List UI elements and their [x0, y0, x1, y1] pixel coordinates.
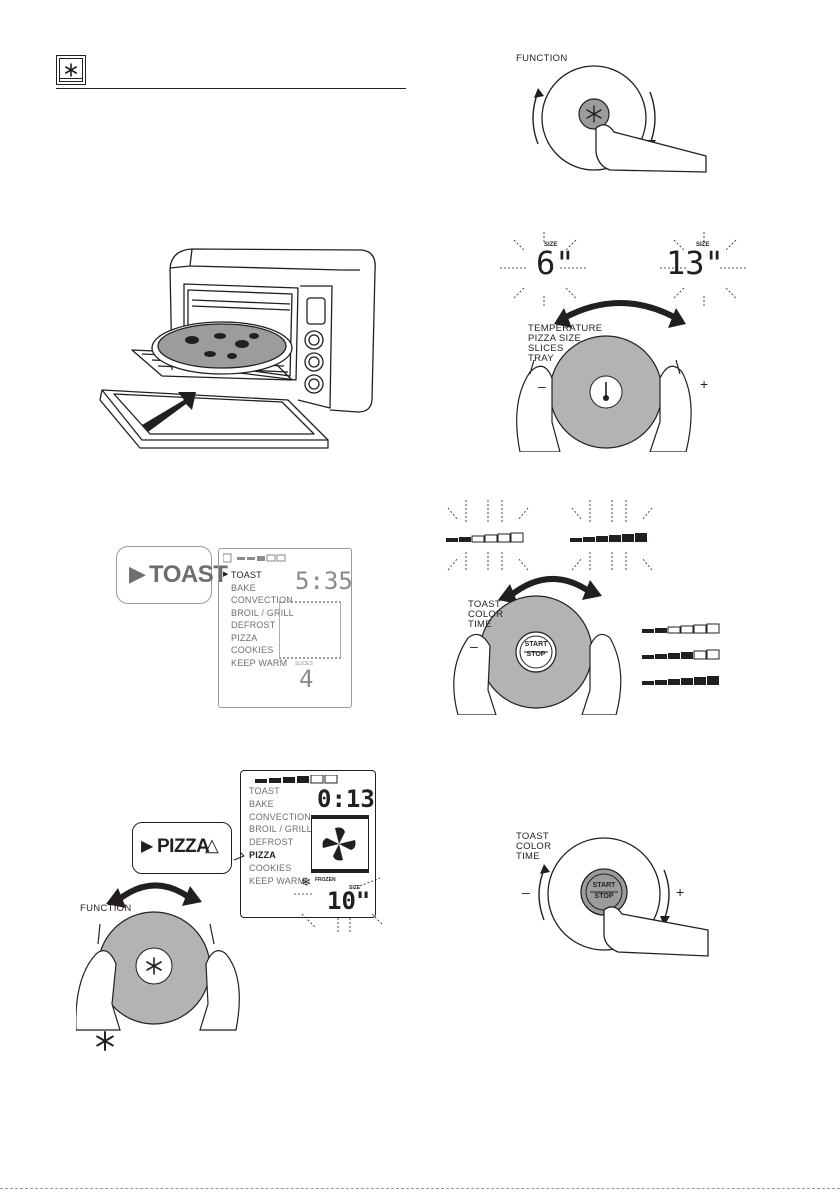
label-slices: SLICES — [528, 343, 564, 354]
size-readout: 10" — [327, 887, 371, 915]
stop-label: STOP — [594, 893, 614, 900]
size-tag: SIZE — [544, 242, 558, 248]
footnote-snowflake-icon — [94, 1030, 116, 1052]
label-color: COLOR — [516, 841, 552, 852]
menu-item-bake: BAKE — [231, 582, 256, 593]
pizza-display-panel: TOAST BAKE CONVECTION BROIL / GRILL DEFR… — [76, 768, 396, 1068]
menu-item-pizza: PIZZA — [231, 632, 258, 643]
start-stop-panel: TOAST COLOR TIME – + START STOP — [500, 830, 710, 960]
slices-tag: SLICES — [295, 661, 313, 667]
menu-item-toast: TOAST — [249, 786, 280, 796]
menu-item-convection: CONVECTION — [231, 595, 294, 605]
start-label: START — [592, 882, 616, 889]
plus-sign: + — [700, 376, 709, 392]
toast-color-panel: TOAST COLOR TIME – START STOP — [440, 500, 740, 715]
size-value: 13" — [666, 244, 724, 282]
shade-bar-light — [446, 532, 524, 543]
minus-sign: – — [522, 884, 530, 900]
menu-list: TOAST BAKE CONVECTION BROIL / GRILL DEFR… — [225, 569, 294, 669]
size-value: 6" — [536, 244, 575, 282]
menu-item-cookies: COOKIES — [249, 862, 292, 873]
toast-callout: ▶ TOAST — [116, 546, 228, 604]
pizza-callout: ▶ PIZZA △ — [132, 822, 232, 874]
frozen-mode-icon — [56, 55, 86, 85]
menu-item-broil: BROIL / GRILL — [249, 824, 312, 835]
function-knob-label: FUNCTION — [80, 903, 132, 914]
start-stop-button[interactable]: START STOP — [588, 880, 620, 902]
header-rule — [56, 88, 406, 89]
plus-sign: + — [676, 884, 685, 900]
label-time: TIME — [468, 619, 492, 630]
oven-illustration — [99, 248, 376, 449]
pizza-slice-icon: △ — [205, 835, 219, 855]
food-area — [279, 601, 341, 659]
label-pizza-size: PIZZA SIZE — [528, 333, 582, 344]
size-tag: SIZE — [349, 885, 361, 891]
minus-sign: – — [538, 378, 546, 394]
play-triangle-icon: ▶ — [129, 561, 146, 586]
toast-display-panel: ▶ TOAST TOAST BAKE CONVECTION BROIL / GR… — [112, 540, 362, 710]
menu-item-broil: BROIL / GRILL — [231, 607, 294, 618]
lcd-display: TOAST BAKE CONVECTION BROIL / GRILL DEFR… — [218, 548, 353, 708]
knob-labels: TOAST COLOR TIME — [468, 600, 503, 630]
start-stop-button[interactable]: START STOP — [520, 640, 552, 660]
label-color: COLOR — [468, 609, 504, 620]
function-knob-panel: FUNCTION — [510, 52, 710, 182]
menu-item-defrost: DEFROST — [249, 837, 294, 848]
lcd-display: TOAST BAKE CONVECTION BROIL / GRILL DEFR… — [240, 770, 376, 918]
menu-item-toast: TOAST — [231, 570, 262, 580]
label-tray: TRAY — [528, 353, 554, 364]
label-time: TIME — [516, 851, 540, 862]
label-toast: TOAST — [468, 599, 501, 610]
page-bottom-rule — [0, 1188, 840, 1189]
frozen-tag: FROZEN — [315, 877, 336, 883]
fan-window — [311, 815, 369, 873]
snowflake-icon: ❄ — [301, 875, 312, 889]
label-temperature: TEMPERATURE — [528, 323, 603, 334]
slices-readout: 4 — [299, 665, 314, 693]
knob-labels: TEMPERATURE PIZZA SIZE SLICES TRAY — [528, 324, 602, 364]
selection-arrow-icon: ▶ — [223, 571, 229, 578]
function-knob-label: FUNCTION — [516, 53, 568, 64]
knob-labels: TOAST COLOR TIME — [516, 832, 551, 862]
play-triangle-icon: ▶ — [141, 838, 154, 855]
fan-icon — [322, 827, 356, 861]
time-readout: 0:13 — [317, 785, 375, 813]
minus-sign: – — [470, 638, 478, 654]
menu-item-cookies: COOKIES — [231, 645, 274, 655]
label-toast: TOAST — [516, 831, 549, 842]
toast-callout-label: TOAST — [149, 561, 228, 588]
menu-item-defrost: DEFROST — [231, 620, 276, 630]
menu-item-keep-warm: KEEP WARM — [231, 657, 288, 668]
pizza-size-panel: SIZE 6" SIZE 13" TEMPERATURE PIZZA SIZE … — [500, 232, 750, 452]
menu-item-bake: BAKE — [249, 798, 274, 809]
menu-list: TOAST BAKE CONVECTION BROIL / GRILL DEFR… — [249, 785, 312, 887]
start-label: START — [524, 641, 548, 648]
menu-item-keep-warm: KEEP WARM — [249, 875, 306, 886]
time-readout: 5:35 — [295, 567, 353, 595]
stop-label: STOP — [526, 651, 546, 658]
menu-item-convection: CONVECTION — [249, 811, 312, 822]
section-header — [56, 55, 406, 95]
menu-item-pizza: PIZZA — [249, 849, 276, 860]
pizza-callout-label: PIZZA — [157, 836, 210, 857]
size-tag: SIZE — [696, 242, 710, 248]
